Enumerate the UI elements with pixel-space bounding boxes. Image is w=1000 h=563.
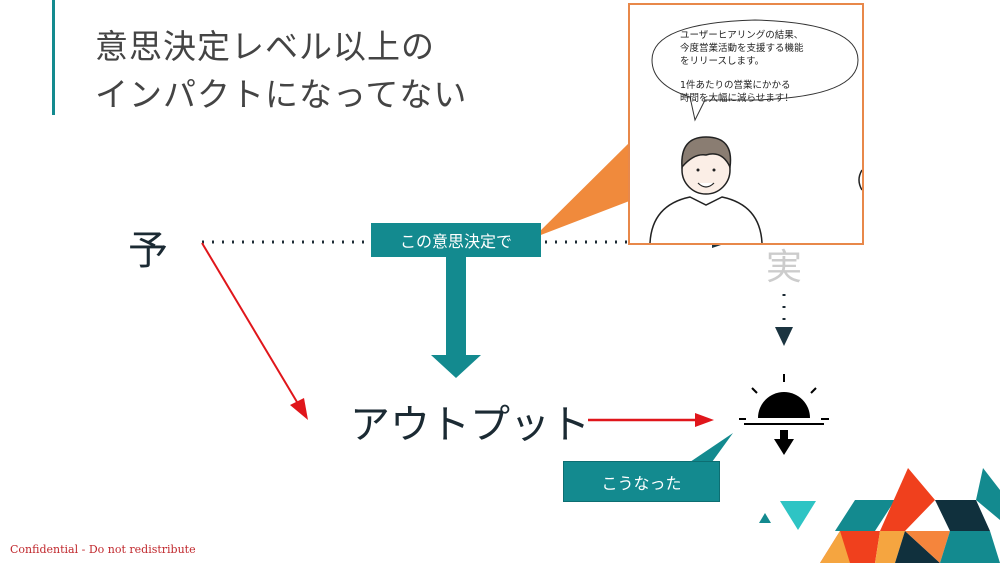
speech-line: ユーザーヒアリングの結果、 <box>680 30 804 41</box>
sunset-icon <box>739 374 829 455</box>
person-shirt <box>649 196 763 243</box>
forecast-label: 予 <box>128 228 168 274</box>
red-arrowhead-diagonal <box>290 398 308 420</box>
person-illustration <box>649 19 862 243</box>
speech-line: 今度営業活動を支援する機能 <box>680 43 804 54</box>
speech-line: 1件あたりの営業にかかる <box>680 80 791 91</box>
red-arrowhead-horizontal <box>695 413 714 427</box>
output-label: アウトプット <box>350 402 590 448</box>
popup-pointer-wedge <box>533 140 632 238</box>
speech-bubble <box>651 19 859 122</box>
slide-title-line2: インパクトになってない <box>95 75 468 114</box>
decorative-triangles <box>759 468 1000 563</box>
speech-line: をリリースします。 <box>680 56 765 67</box>
decision-box: この意思決定で <box>371 223 541 257</box>
dotted-arrowhead-down <box>775 327 793 346</box>
confidential-footer: Confidential - Do not redistribute <box>10 543 196 556</box>
callout-tail <box>690 433 733 462</box>
teal-arrow-shaft <box>446 257 466 357</box>
speech-popup: ユーザーヒアリングの結果、今度営業活動を支援する機能をリリースします。 1件あたり… <box>628 3 864 245</box>
speech-line: 時間を大幅に減らせます！ <box>680 93 794 104</box>
person-hair <box>681 136 732 170</box>
result-callout: こうなった <box>563 461 720 502</box>
actual-label: 実 <box>766 247 803 288</box>
red-arrow-diagonal <box>201 242 298 403</box>
speech-text: ユーザーヒアリングの結果、今度営業活動を支援する機能をリリースします。 1件あたり… <box>680 29 804 105</box>
teal-arrow-head <box>431 355 481 378</box>
title-accent-bar <box>52 0 55 115</box>
slide-title-line1: 意思決定レベル以上の <box>95 27 435 66</box>
